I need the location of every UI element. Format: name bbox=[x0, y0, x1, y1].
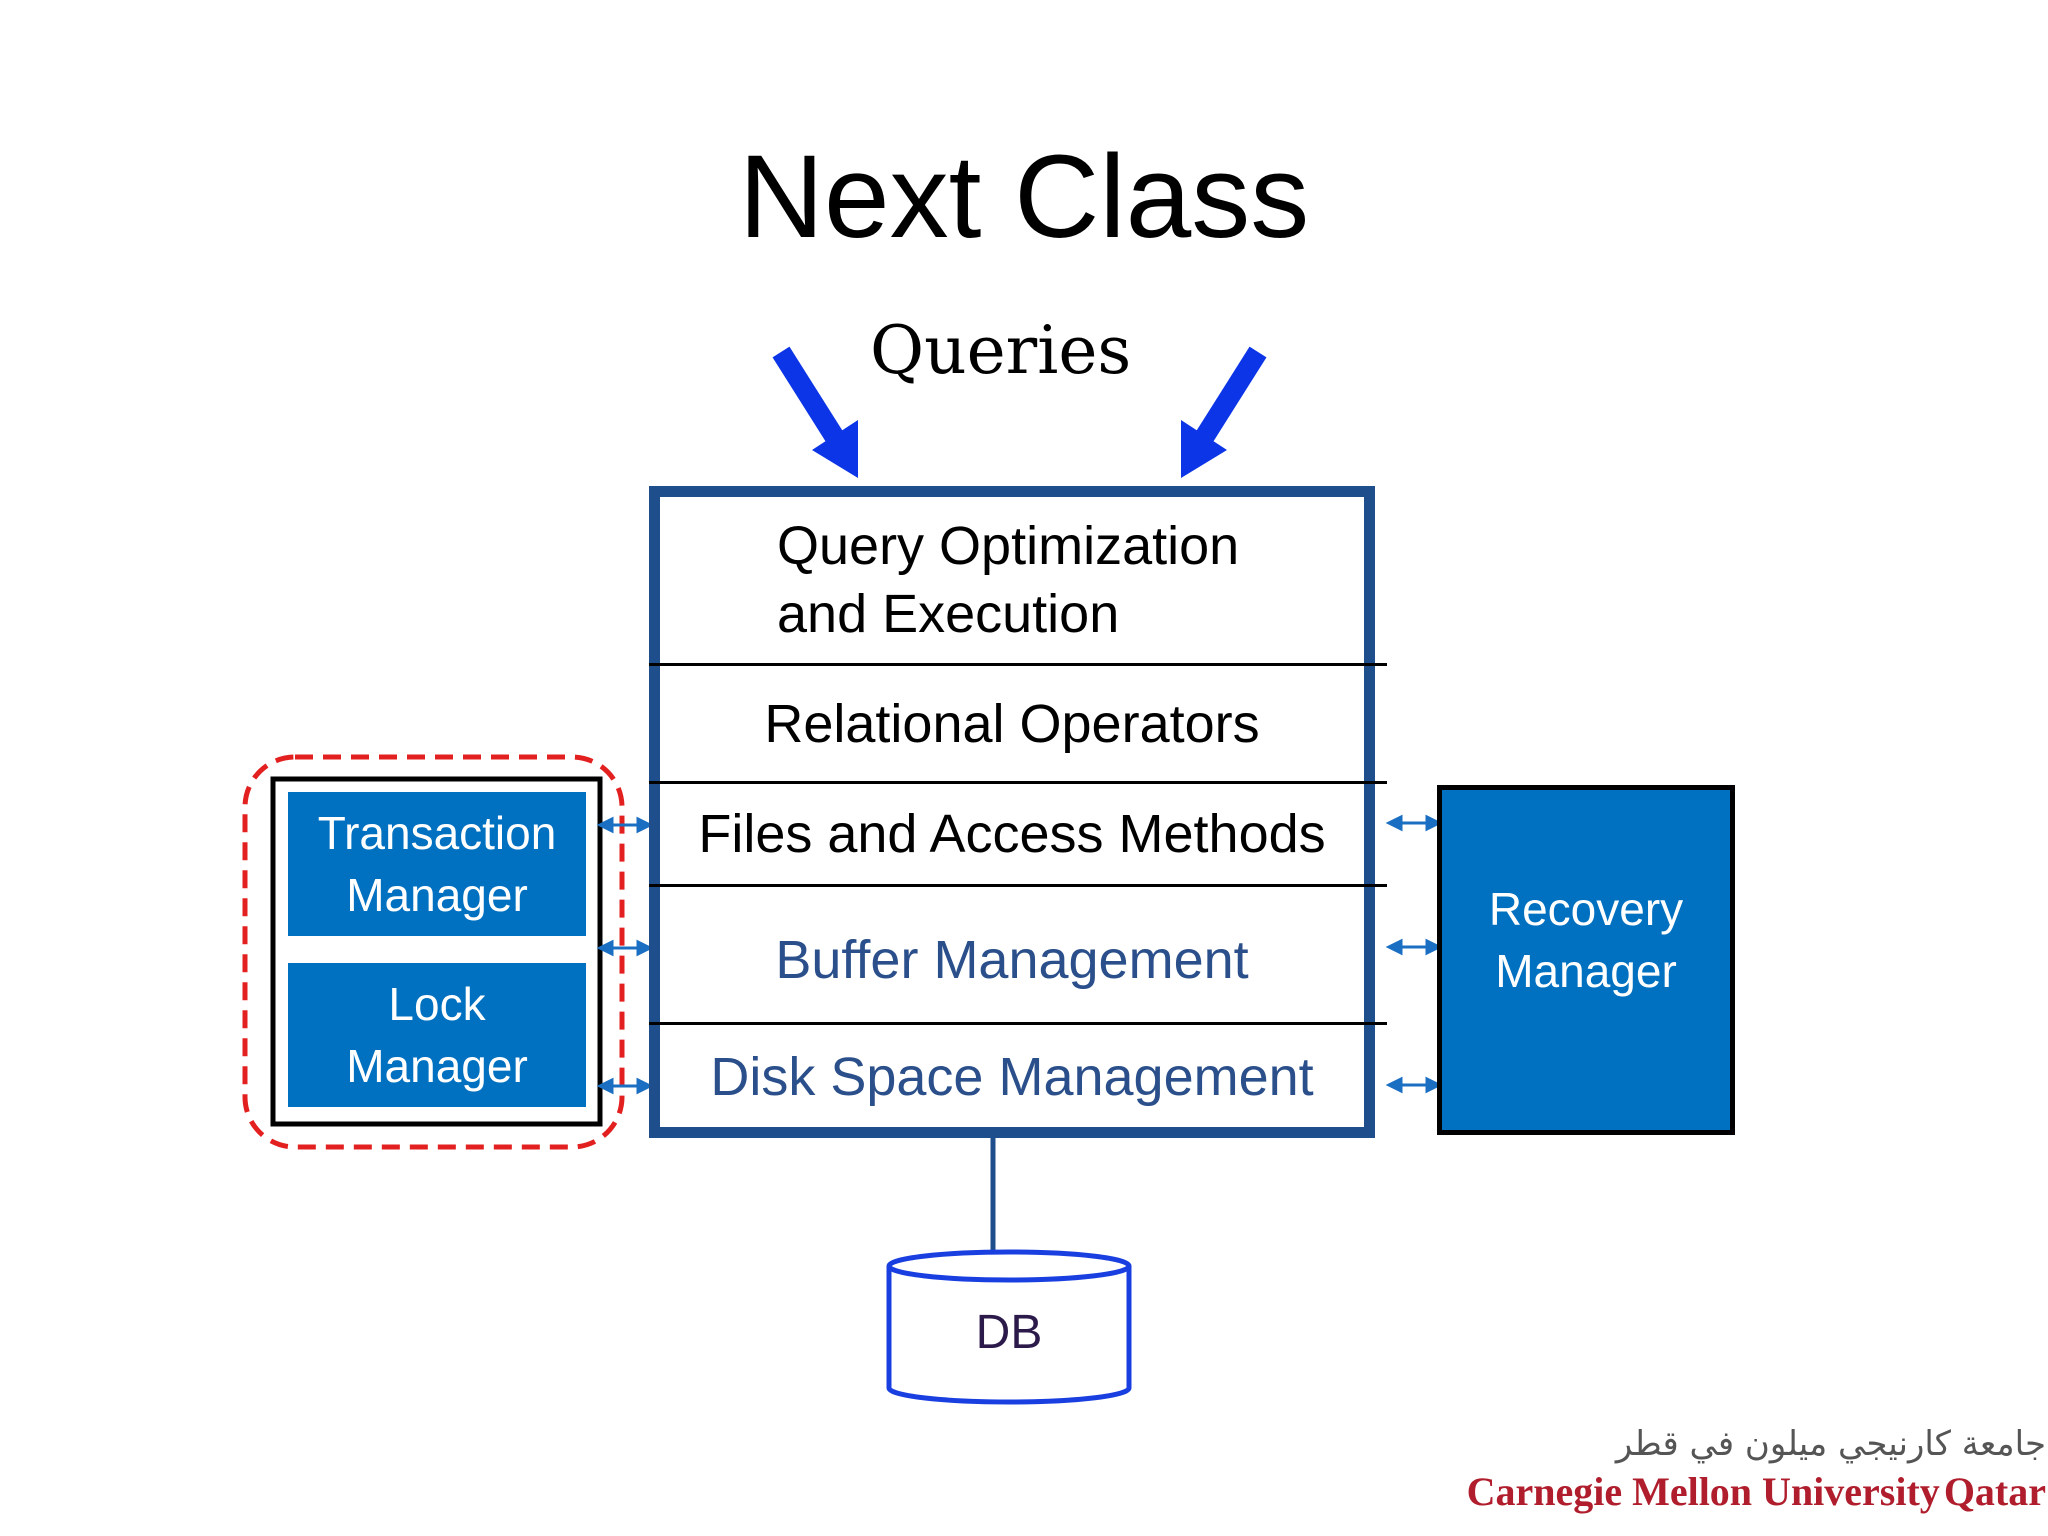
queries-label: Queries bbox=[870, 312, 1132, 389]
dbms-layer-stack: Query Optimization and Execution Relatio… bbox=[649, 486, 1387, 1138]
lock-manager-line2: Manager bbox=[346, 1040, 528, 1092]
recovery-manager-line2: Manager bbox=[1495, 945, 1677, 997]
transaction-manager-box: Transaction Manager bbox=[288, 792, 586, 936]
right-double-arrows bbox=[1385, 814, 1443, 1094]
layer-separator bbox=[649, 781, 1387, 784]
layer-query-optimization-line2: and Execution bbox=[777, 584, 1120, 644]
cmu-qatar-logo: جامعة كارنيجي ميلون في قطر Carnegie Mell… bbox=[1467, 1424, 2046, 1515]
layer-buffer-management: Buffer Management bbox=[775, 929, 1249, 990]
db-label: DB bbox=[975, 1306, 1043, 1359]
query-arrow-left bbox=[772, 346, 858, 478]
slide-title: Next Class bbox=[738, 131, 1310, 263]
logo-english-qatar: Qatar bbox=[1943, 1469, 2046, 1514]
transaction-manager-line1: Transaction bbox=[317, 807, 557, 859]
layer-separator bbox=[649, 884, 1387, 887]
db-cylinder bbox=[886, 1249, 1132, 1405]
layer-relational-operators: Relational Operators bbox=[764, 693, 1260, 754]
recovery-manager-box: Recovery Manager bbox=[1437, 785, 1735, 1135]
layer-separator bbox=[649, 1022, 1387, 1025]
layer-separator bbox=[649, 663, 1387, 666]
layer-disk-space-management: Disk Space Management bbox=[710, 1047, 1314, 1107]
query-arrow-right bbox=[1181, 346, 1267, 478]
lock-manager-box: Lock Manager bbox=[288, 963, 586, 1107]
layer-files-access-methods: Files and Access Methods bbox=[698, 804, 1326, 864]
left-group-box bbox=[270, 776, 603, 1127]
logo-arabic-text: جامعة كارنيجي ميلون في قطر bbox=[1615, 1424, 2046, 1464]
lock-manager-line1: Lock bbox=[388, 978, 486, 1030]
layer-query-optimization-line1: Query Optimization bbox=[777, 516, 1240, 576]
recovery-manager-line1: Recovery bbox=[1488, 883, 1684, 935]
left-double-arrows bbox=[596, 816, 654, 1095]
transaction-manager-line2: Manager bbox=[346, 869, 528, 921]
logo-english-bold: Carnegie Mellon University bbox=[1466, 1469, 1940, 1514]
